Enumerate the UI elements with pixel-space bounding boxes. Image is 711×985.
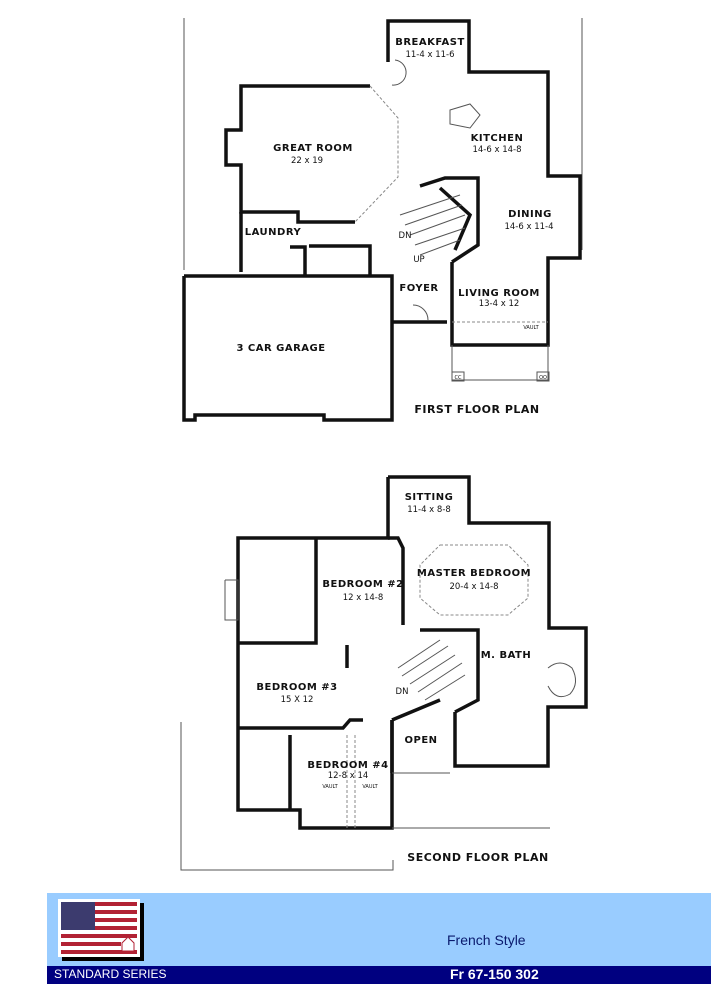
footer-banner: French Style — [47, 893, 711, 966]
american-flag-icon — [61, 902, 137, 954]
vault-label: VAULT — [322, 784, 338, 790]
room-name-living-room: LIVING ROOM — [458, 288, 540, 299]
stairs-down-label: DN — [399, 231, 412, 241]
room-name-foyer: FOYER — [399, 283, 438, 294]
wall-bedroom3-bottom — [238, 718, 363, 730]
door-swing — [391, 59, 407, 86]
room-dims-breakfast: 11-4 x 11-6 — [405, 50, 454, 60]
flag-logo — [58, 899, 140, 957]
second-floor-title: SECOND FLOOR PLAN — [407, 851, 548, 864]
vault-label: VAULT — [362, 784, 378, 790]
room-name-kitchen: KITCHEN — [471, 133, 524, 144]
room-dims-sitting: 11-4 x 8-8 — [407, 505, 451, 515]
room-name-sitting: SITTING — [405, 492, 454, 503]
wall-garage — [182, 274, 394, 422]
roof-line — [180, 722, 394, 871]
first-floor-plan: BREAKFAST 11-4 x 11-6 KITCHEN 14-6 x 14-… — [182, 18, 583, 422]
vault-label: VAULT — [523, 325, 539, 331]
column — [451, 371, 465, 382]
room-name-bedroom-3: BEDROOM #3 — [256, 682, 337, 693]
room-dims-kitchen: 14-6 x 14-8 — [472, 145, 521, 155]
front-door-swing — [412, 304, 429, 321]
wall-bedroom2-right — [388, 536, 405, 625]
room-name-breakfast: BREAKFAST — [395, 37, 465, 48]
room-name-master-bedroom: MASTER BEDROOM — [417, 568, 531, 579]
series-label: STANDARD SERIES — [54, 967, 167, 981]
second-floor-plan: SITTING 11-4 x 8-8 MASTER BEDROOM 20-4 x… — [180, 475, 588, 871]
master-bed-tray-ceiling — [419, 544, 529, 616]
room-dims-bedroom-4: 12-8 x 14 — [328, 771, 369, 781]
wall-bath — [309, 244, 372, 276]
wall-great-room — [224, 84, 370, 224]
room-dims-bedroom-2: 12 x 14-8 — [343, 593, 384, 603]
room-name-garage: 3 CAR GARAGE — [236, 343, 325, 354]
wall-master-suite — [388, 475, 588, 768]
room-dims-living-room: 13-4 x 12 — [479, 299, 520, 309]
porch — [451, 345, 549, 381]
wall-mbath — [445, 628, 480, 714]
wall-stair-core — [438, 186, 473, 251]
tub — [547, 662, 576, 698]
wall-hall — [290, 245, 307, 276]
stairs — [399, 194, 466, 256]
room-name-open: OPEN — [404, 735, 437, 746]
footer-bar: STANDARD SERIES Fr 67-150 302 — [47, 966, 711, 984]
room-name-great-room: GREAT ROOM — [273, 143, 353, 154]
column-label: CC — [455, 375, 462, 381]
room-name-bedroom-2: BEDROOM #2 — [322, 579, 403, 590]
room-name-master-bath: M. BATH — [481, 650, 532, 661]
column — [536, 371, 550, 382]
plan-code: Fr 67-150 302 — [450, 966, 539, 982]
house-style: French Style — [447, 932, 526, 948]
room-dims-bedroom-3: 15 X 12 — [281, 695, 314, 705]
wall-bedroom2-left — [238, 538, 318, 645]
room-dims-master-bedroom: 20-4 x 14-8 — [449, 582, 498, 592]
room-name-laundry: LAUNDRY — [245, 227, 302, 238]
room-dims-dining: 14-6 x 11-4 — [504, 222, 553, 232]
stairs-up-label: UP — [413, 255, 424, 265]
first-floor-title: FIRST FLOOR PLAN — [414, 403, 539, 416]
wall-bedrooms — [236, 477, 394, 830]
room-name-dining: DINING — [508, 209, 552, 220]
wall-breakfast-kitchen-dining — [386, 19, 582, 347]
room-dims-great-room: 22 x 19 — [291, 156, 323, 166]
wall-stair — [419, 176, 480, 264]
stairs — [397, 639, 466, 701]
stairs-down-label: DN — [396, 687, 409, 697]
room-name-bedroom-4: BEDROOM #4 — [307, 760, 388, 771]
column-label: OO — [539, 375, 547, 381]
wall-stair-bottom — [391, 698, 441, 722]
kitchen-island — [449, 103, 481, 129]
great-room-open-edge — [354, 85, 399, 223]
bay — [224, 579, 239, 621]
